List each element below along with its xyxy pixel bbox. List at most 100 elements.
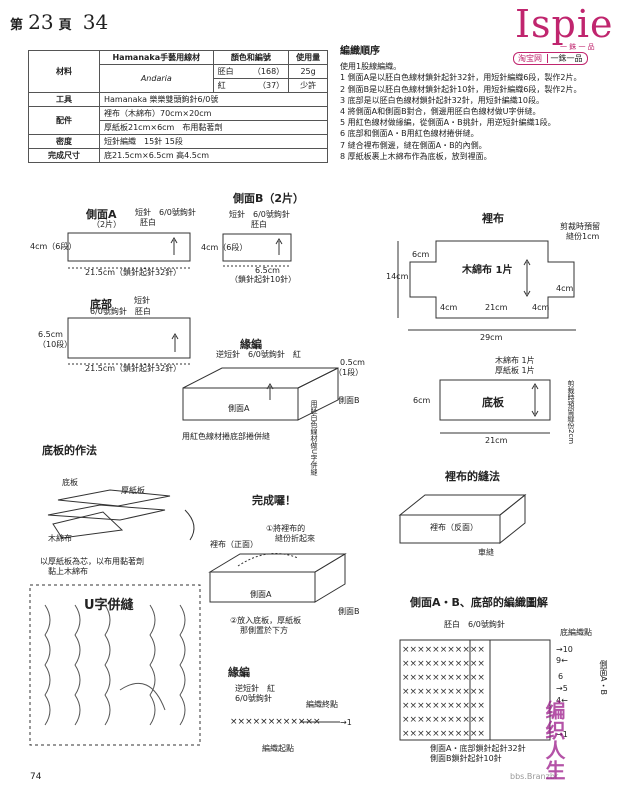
done-note3: ②放入底板，厚紙板	[230, 616, 302, 625]
chart-r5: →5	[556, 684, 568, 693]
steps-title: 編織順序	[340, 46, 380, 57]
sew-seam: 車縫	[478, 548, 494, 557]
sideB-height: 4cm（6段）	[201, 243, 248, 252]
edge-join: 用紅色線材捲底部捲併縫	[182, 432, 270, 441]
chart-color: 胚白 6/0號鉤針	[444, 620, 505, 629]
sideA-color: 胚白	[140, 218, 156, 227]
done-lining: 裡布（正面）	[210, 540, 258, 549]
sew-back: 裡布（反面）	[430, 523, 478, 532]
board-l1: 木綿布 1片	[495, 356, 535, 365]
base-cloth-label: 木綿布	[48, 534, 72, 543]
chart-startB: 側面B鎖針起針10針	[430, 754, 502, 763]
steps-block: 編織順序 使用1股線編織。 1 側面A是以胚白色線材鎖針起針32針，用短針編織6…	[340, 46, 581, 162]
lining-4c: 4cm	[556, 284, 574, 293]
lining-shape	[409, 240, 575, 319]
step-3: 3 底部是以胚白色線材鎖針起針32針，用短針編織10段。	[340, 95, 544, 105]
lining-14: 14cm	[386, 272, 409, 281]
done-box	[208, 553, 347, 603]
edge2-l1: 逆短針 紅	[235, 684, 275, 693]
done-note2: 縫份折起來	[275, 534, 315, 543]
item-number: 34	[82, 10, 109, 34]
chart-grid	[399, 639, 551, 741]
brand-name: Ispie	[515, 2, 614, 46]
svg-text:×××××××××××: ×××××××××××	[402, 701, 485, 711]
page-number: 23	[28, 10, 54, 34]
bottom-height2: （10段）	[38, 340, 73, 349]
svg-text:×××××××××××: ×××××××××××	[402, 729, 485, 739]
done-note1: ①將裡布的	[266, 524, 306, 533]
step-2: 2 側面B是以胚白色線材鎖針起針10針，用短針編織6段，製作2片。	[340, 84, 582, 94]
done-note4: 那側置於下方	[240, 626, 288, 635]
edge-sideA: 側面A	[228, 404, 250, 413]
steps-intro: 使用1股線編織。	[340, 62, 402, 72]
size-value: 底21.5cm×6.5cm 高4.5cm	[99, 148, 328, 163]
page-header: 第 23 頁 34	[10, 10, 108, 34]
chart-r10: →10	[556, 645, 573, 654]
u-stitch-frame	[29, 584, 201, 746]
edge-height2: （1段）	[334, 368, 364, 377]
sewing-box	[398, 493, 527, 545]
sideA-height: 4cm（6段）	[30, 242, 77, 251]
sideA-rect	[67, 232, 191, 262]
svg-text:×××××××××××: ×××××××××××	[402, 659, 485, 669]
sideB-hook: 短針 6/0號鉤針	[229, 210, 290, 219]
svg-text:×××××××××××: ×××××××××××	[402, 715, 485, 725]
page-suffix: 頁	[58, 18, 72, 33]
base-note1: 以厚紙板為芯，以布用黏著劑	[40, 557, 144, 566]
svg-text:×××××××××××: ×××××××××××	[402, 687, 485, 697]
step-7: 7 縫合裡布側邊，縫在側面A・B的內側。	[340, 140, 487, 150]
done-sideB: 側面B	[338, 607, 360, 616]
sideB-width: 6.5cm	[255, 266, 280, 275]
lining-cloth: 木綿布 1片	[462, 265, 513, 276]
base-title: 底板的作法	[42, 444, 97, 457]
bottom-width: 21.5cm（鎖針起針32針）	[85, 364, 182, 373]
lining-21: 21cm	[485, 303, 508, 312]
chart-title: 側面A・B、底部的編織圖解	[410, 596, 548, 609]
board-rect	[439, 379, 551, 421]
done-title: 完成囉！	[252, 494, 296, 507]
edge2-start: 編織起點	[262, 744, 294, 753]
board-6: 6cm	[413, 396, 431, 405]
edge-height: 0.5cm	[340, 358, 365, 367]
watermark-text: bbs.Branzbr	[510, 772, 559, 781]
edge2-crosses: ××××××××××××	[230, 717, 321, 727]
chart-side-note: 側面A・B	[599, 660, 608, 695]
lining-title: 裡布	[482, 212, 504, 225]
chart-r9: 9←	[556, 656, 568, 665]
edge2-end: 編織終點	[306, 700, 338, 709]
edge2-row: →1	[340, 718, 352, 727]
sideA-qty: （2片）	[92, 220, 122, 229]
step-6: 6 底部和側面A・B用紅色線材捲併縫。	[340, 129, 479, 139]
stamp-logo: 编织人生	[542, 700, 566, 780]
bottom-hook2: 6/0號鉤針 胚白	[90, 307, 151, 316]
svg-text:×××××××××××: ×××××××××××	[402, 645, 485, 655]
u-stitch-pattern	[44, 604, 186, 726]
lining-4a: 4cm	[440, 303, 458, 312]
materials-table: 材料 Hamanaka手藝用線材 顏色和編號 使用量 Andaria 胚白 （1…	[28, 50, 328, 163]
base-board	[57, 489, 171, 507]
sideA-hook: 短針 6/0號鉤針	[135, 208, 196, 217]
done-sideA: 側面A	[250, 590, 272, 599]
edge2-title: 緣編	[228, 666, 250, 679]
shop-badge: 淘宝网 一銖一品	[513, 52, 588, 65]
sideA-title: 側面A	[86, 208, 117, 221]
lining-29: 29cm	[480, 333, 503, 342]
base-note2: 黏上木綿布	[48, 567, 88, 576]
board-title: 底板	[482, 396, 504, 409]
board-l2: 厚紙板 1片	[495, 366, 535, 375]
brand-logo: Ispie	[515, 2, 613, 46]
chart-crosses: ××××××××××× ××××××××××× ××××××××××× ××××…	[402, 645, 485, 739]
sideA-width: 21.5cm（鎖針起針32針）	[85, 268, 182, 277]
chart-r4: 4←	[556, 696, 568, 705]
bottom-rect	[67, 317, 191, 359]
page-number-footer: 74	[30, 772, 42, 782]
lining-cut2: 縫份1cm	[566, 232, 600, 241]
edge-sideB: 側面B	[338, 396, 360, 405]
svg-text:×××××××××××: ×××××××××××	[402, 673, 485, 683]
edging-box	[182, 367, 339, 421]
chart-end: 底編織點	[560, 628, 592, 637]
edge-u: 用胚白色線材做U字併縫	[310, 400, 318, 476]
edge2-l2: 6/0號鉤針	[235, 694, 272, 703]
lining-cut: 剪裁時預留	[560, 222, 600, 231]
